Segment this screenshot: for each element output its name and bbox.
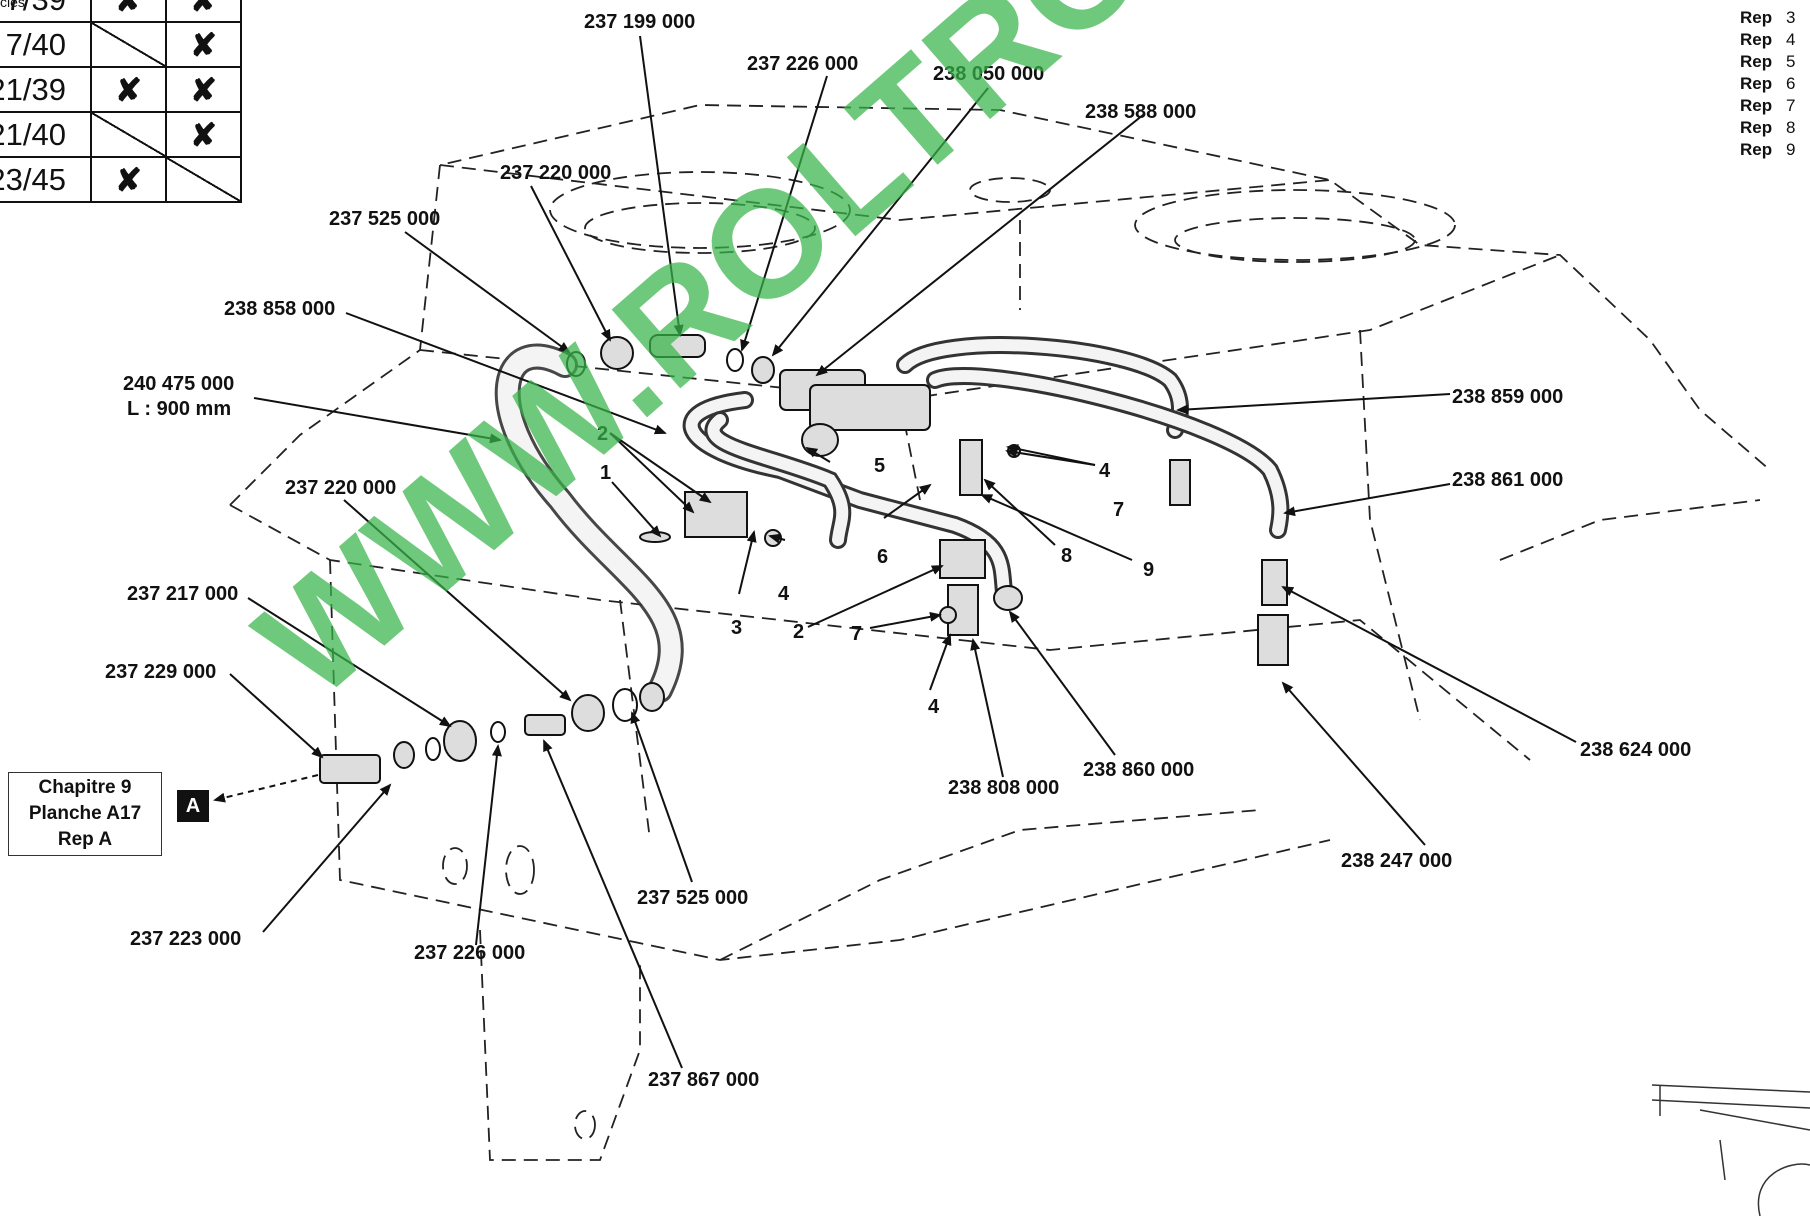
not-applicable-cell — [90, 21, 167, 68]
part-label: 237 226 000 — [414, 942, 526, 964]
ref-number: 6 — [877, 546, 889, 568]
ref-number: 9 — [1143, 559, 1155, 581]
ref-number: 4 — [1099, 460, 1111, 482]
ref-number: 4 — [928, 696, 940, 718]
part-label: 238 861 000 — [1452, 469, 1564, 491]
rep-label: Rep — [1740, 74, 1773, 93]
part-label: 238 050 000 — [933, 63, 1045, 85]
ref-number: 8 — [1061, 545, 1073, 567]
rep-label: Rep — [1740, 30, 1773, 49]
rep-row: Rep 3 — [1740, 9, 1795, 26]
part-label: 237 220 000 — [500, 162, 612, 184]
rep-line: Rep A — [57, 829, 113, 850]
table-row: 7/39 ✘ ✘ — [0, 0, 242, 23]
part-label: 237 525 000 — [329, 208, 441, 230]
ref-number: 2 — [793, 621, 805, 643]
part-label: 238 588 000 — [1085, 101, 1197, 123]
chapitre-reference-box: Chapitre 9 Planche A17 Rep A — [8, 772, 162, 856]
model-cell: 7/39 — [0, 0, 92, 23]
ref-number: 7 — [851, 623, 863, 645]
rep-number: 3 — [1786, 8, 1796, 27]
rep-label: Rep — [1740, 96, 1773, 115]
part-label: 238 624 000 — [1580, 739, 1692, 761]
model-cell: 21/40 — [0, 111, 92, 158]
rep-a-badge: A — [177, 790, 209, 822]
planche-line: Planche A17 — [28, 803, 142, 824]
rep-row: Rep 8 — [1740, 119, 1795, 136]
part-label: 238 808 000 — [948, 777, 1060, 799]
part-label: 237 525 000 — [637, 887, 749, 909]
rep-number: 9 — [1786, 140, 1796, 159]
table-row: 23/45 ✘ — [0, 156, 242, 203]
part-label: 237 229 000 — [105, 661, 217, 683]
rep-number: 6 — [1786, 74, 1796, 93]
table-row: 7/40 ✘ — [0, 21, 242, 68]
part-label: 238 247 000 — [1341, 850, 1453, 872]
part-label: 238 858 000 — [224, 298, 336, 320]
ref-number: 7 — [1113, 499, 1125, 521]
table-row: 21/39 ✘ ✘ — [0, 66, 242, 113]
part-label: 238 860 000 — [1083, 759, 1195, 781]
not-applicable-cell — [90, 111, 167, 158]
model-table: 7/39 ✘ ✘ 7/40 ✘ 21/39 ✘ ✘ 21/40 ✘ 23/45 … — [0, 0, 242, 203]
part-label: 238 859 000 — [1452, 386, 1564, 408]
check-cell: ✘ — [90, 66, 167, 113]
rep-label: Rep — [1740, 118, 1773, 137]
part-label: 237 220 000 — [285, 477, 397, 499]
leader-lines — [229, 35, 1577, 1069]
part-label: 237 217 000 — [127, 583, 239, 605]
ref-number: 4 — [778, 583, 790, 605]
rep-row: Rep 6 — [1740, 75, 1795, 92]
rep-number: 7 — [1786, 96, 1796, 115]
rep-label: Rep — [1740, 52, 1773, 71]
rep-number: 4 — [1786, 30, 1796, 49]
ref-number: 5 — [874, 455, 886, 477]
model-cell: 21/39 — [0, 66, 92, 113]
rep-row: Rep 4 — [1740, 31, 1795, 48]
not-applicable-cell — [165, 156, 242, 203]
check-cell: ✘ — [90, 156, 167, 203]
ref-number: 1 — [600, 462, 612, 484]
part-label: 237 223 000 — [130, 928, 242, 950]
model-cell: 23/45 — [0, 156, 92, 203]
rep-row: Rep 9 — [1740, 141, 1795, 158]
rep-number: 8 — [1786, 118, 1796, 137]
part-label: 237 867 000 — [648, 1069, 760, 1091]
rep-label: Rep — [1740, 8, 1773, 27]
check-cell: ✘ — [165, 111, 242, 158]
hoses — [494, 336, 1290, 703]
ref-number: 2 — [597, 423, 609, 445]
ref-number: 3 — [731, 617, 743, 639]
model-cell: 7/40 — [0, 21, 92, 68]
part-label: 240 475 000 — [123, 373, 235, 395]
machine-thumbnail — [1651, 1084, 1810, 1216]
rep-number: 5 — [1786, 52, 1796, 71]
tank-outline — [229, 104, 1771, 1161]
part-label: 237 226 000 — [747, 53, 859, 75]
rep-label: Rep — [1740, 140, 1773, 159]
chapitre-line: Chapitre 9 — [38, 777, 132, 798]
rep-row: Rep 7 — [1740, 97, 1795, 114]
check-cell: ✘ — [165, 66, 242, 113]
check-cell: ✘ — [165, 21, 242, 68]
check-cell: ✘ — [165, 0, 242, 23]
part-label: 237 199 000 — [584, 11, 696, 33]
check-cell: ✘ — [90, 0, 167, 23]
part-length-label: L : 900 mm — [127, 398, 232, 420]
table-row: 21/40 ✘ — [0, 111, 242, 158]
rep-row: Rep 5 — [1740, 53, 1795, 70]
